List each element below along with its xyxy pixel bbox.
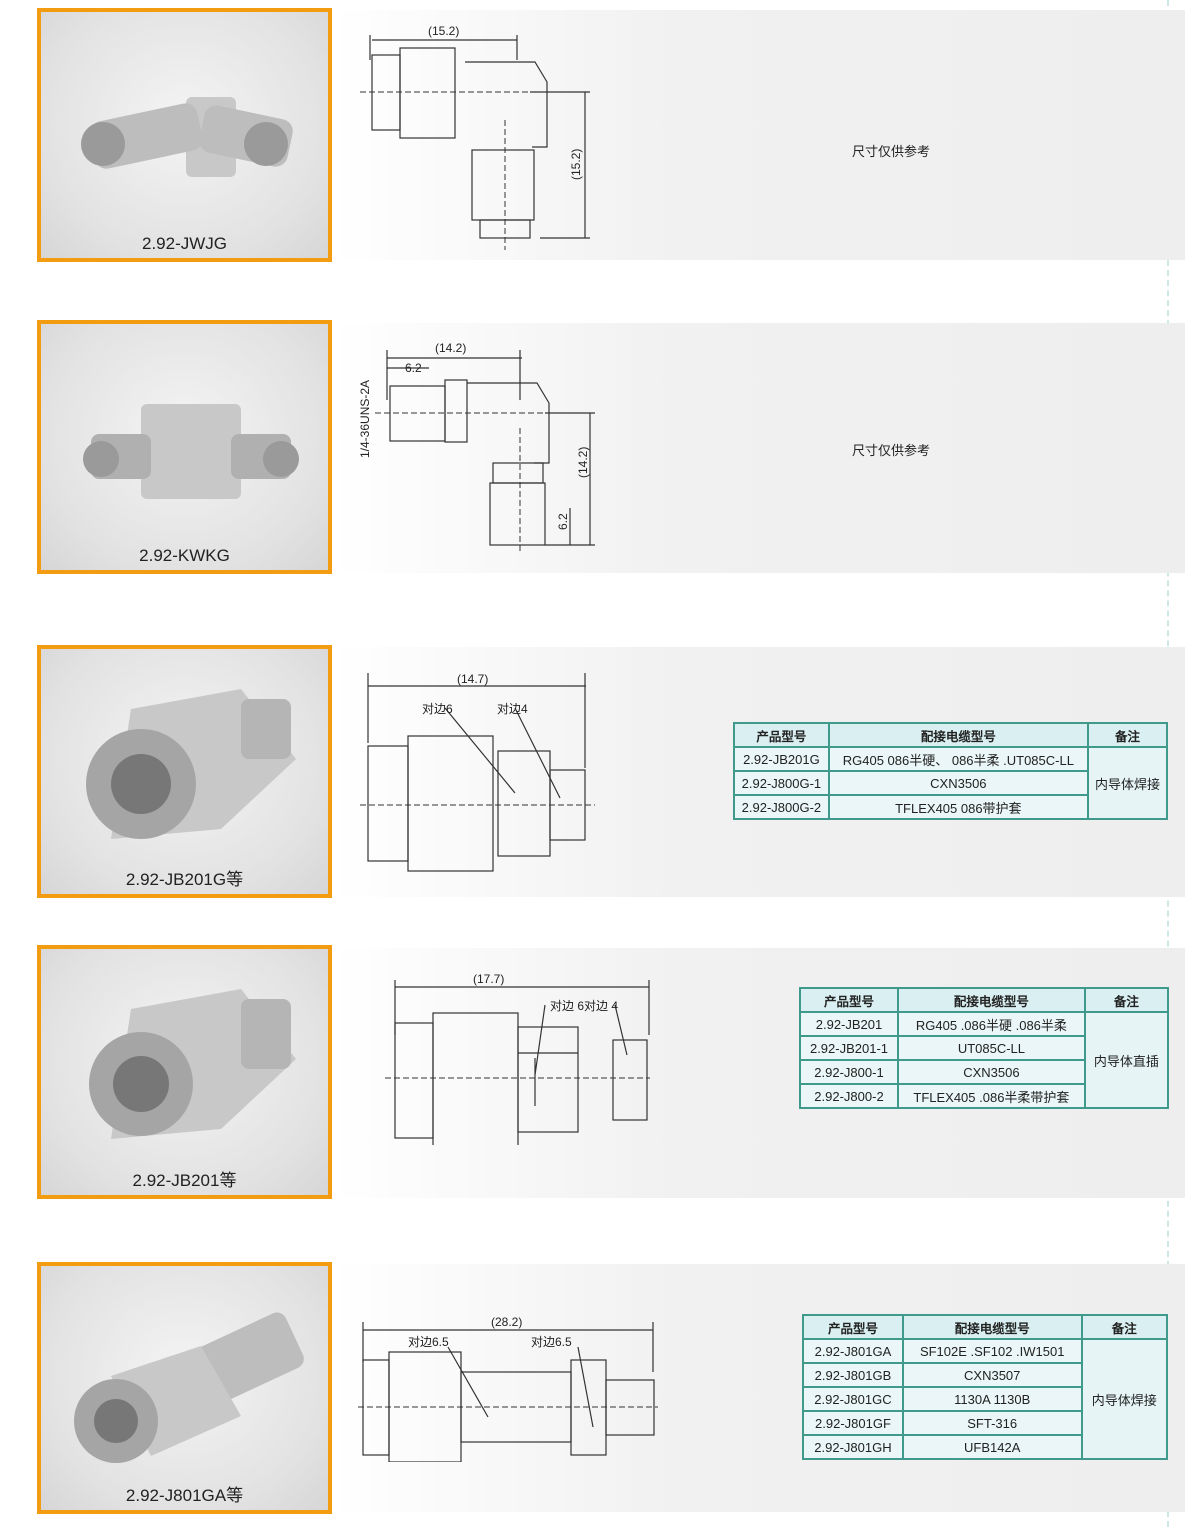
table-cell: 2.92-J801GC [802,1386,904,1412]
table-cell: 2.92-J800-1 [799,1059,899,1085]
dimension-label: (15.2) [428,24,459,38]
table-cell: 内导体焊接 [1086,746,1169,820]
table-cell: 2.92-J801GH [802,1434,904,1460]
table-cell: 2.92-JB201 [799,1011,899,1037]
table-cell: RG405 .086半硬 .086半柔 [897,1011,1086,1037]
dimension-drawing: (14.2) 6.2 1/4-36UNS-2A (14.2) 6.2 [358,341,595,553]
table-header-cell: 产品型号 [799,987,899,1013]
connector-image [81,97,293,177]
dimension-label: 对边 6对边 4 [550,999,618,1013]
table-cell: 内导体直插 [1083,1011,1170,1109]
table-cell: TFLEX405 .086半柔带护套 [897,1083,1086,1109]
dimension-label: (28.2) [491,1315,522,1329]
table-cell: 2.92-J800-2 [799,1083,899,1109]
table-header-cell: 配接电缆型号 [897,987,1086,1013]
dimension-drawing: (17.7) 对边 6对边 4 [385,972,650,1145]
dimension-drawing: (14.7) 对边6 对边4 [360,672,595,872]
product-photo: 2.92-JWJG [37,8,332,262]
table-cell: UT085C-LL [897,1035,1086,1061]
dimension-drawing: (28.2) 对边6.5 对边6.5 [358,1315,658,1462]
dimension-label: (17.7) [473,972,504,986]
product-photo: 2.92-JB201G等 [37,645,332,898]
table-cell: UFB142A [901,1434,1083,1460]
dimension-label: 1/4-36UNS-2A [358,380,372,458]
table-cell: 1130A 1130B [901,1386,1083,1412]
table-cell: CXN3507 [901,1362,1083,1388]
table-cell: 2.92-J800G-1 [733,770,830,796]
table-cell: 2.92-JB201G [733,746,830,772]
dimension-label: 对边4 [497,702,528,716]
product-photo: 2.92-JB201等 [37,945,332,1199]
product-name: 2.92-JB201等 [132,1171,237,1190]
product-name: 2.92-JB201G等 [125,870,244,889]
product-name: 2.92-KWKG [139,546,230,565]
table-cell: 2.92-J800G-2 [733,794,830,820]
table-cell: 2.92-J801GA [802,1338,904,1364]
table-cell: 2.92-JB201-1 [799,1035,899,1061]
dimension-label: (14.2) [435,341,466,355]
dimension-label: 6.2 [405,361,422,375]
table-cell: SF102E .SF102 .IW1501 [901,1338,1083,1364]
table-row: 产品型号配接电缆型号备注 [733,722,1169,748]
table-row: 产品型号配接电缆型号备注 [799,987,1170,1013]
table-header-cell: 备注 [1083,987,1170,1013]
table-header-cell: 备注 [1080,1314,1168,1340]
dimension-label: 对边6.5 [531,1335,572,1349]
product-name: 2.92-JWJG [141,234,228,253]
dimension-label: (14.2) [576,447,590,478]
connector-image [89,989,296,1139]
connector-image [74,1312,304,1463]
product-photo: 2.92-KWKG [37,320,332,574]
table-row: 产品型号配接电缆型号备注 [802,1314,1168,1340]
table-header-cell: 备注 [1086,722,1169,748]
row-background [330,323,1185,573]
product-photo: 2.92-J801GA等 [37,1262,332,1514]
table-header-cell: 配接电缆型号 [827,722,1089,748]
table-header-cell: 产品型号 [733,722,830,748]
table-cell: 2.92-J801GB [802,1362,904,1388]
table-cell: CXN3506 [827,770,1089,796]
dimension-label: 对边6.5 [408,1335,449,1349]
connector-image [83,404,299,499]
table-cell: 2.92-J801GF [802,1410,904,1436]
product-name: 2.92-J801GA等 [125,1486,244,1505]
dimension-label: 6.2 [556,513,570,530]
dimension-label: 对边6 [422,702,453,716]
dimension-note: 尺寸仅供参考 [852,144,931,159]
table-header-cell: 配接电缆型号 [901,1314,1083,1340]
dimension-label: (14.7) [457,672,488,686]
table-cell: CXN3506 [897,1059,1086,1085]
dimension-label: (15.2) [569,149,583,180]
table-cell: 内导体焊接 [1080,1338,1168,1460]
table-cell: SFT-316 [901,1410,1083,1436]
table-cell: RG405 086半硬、 086半柔 .UT085C-LL [827,746,1089,772]
table-cell: TFLEX405 086带护套 [827,794,1089,820]
connector-image [86,689,296,839]
dimension-note: 尺寸仅供参考 [852,443,931,458]
dimension-drawing: (15.2) (15.2) [360,24,590,250]
table-header-cell: 产品型号 [802,1314,904,1340]
